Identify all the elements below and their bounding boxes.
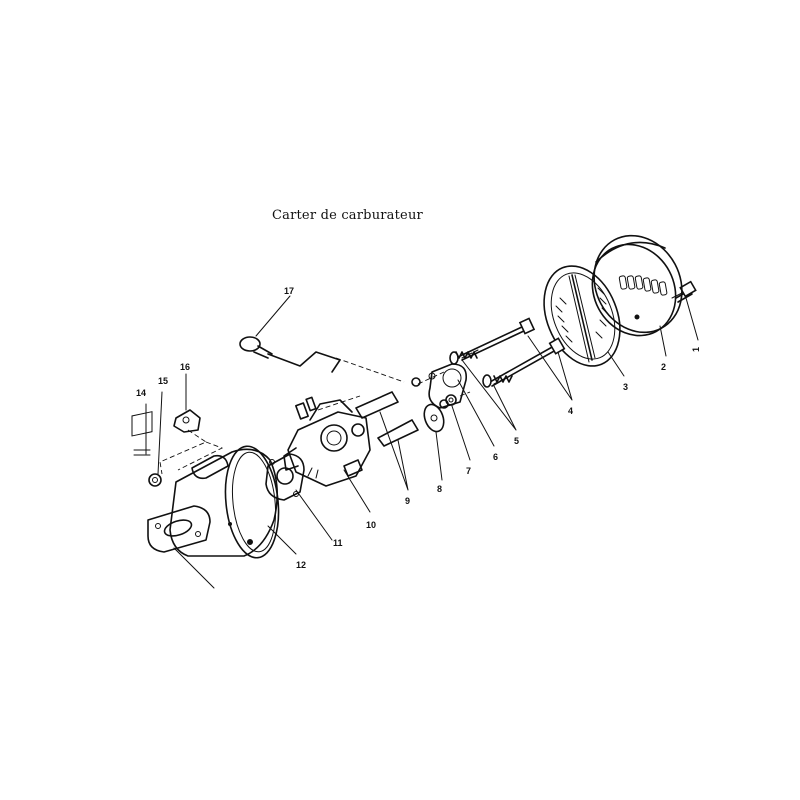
part-9-tubes <box>355 391 419 447</box>
leader-lines <box>145 295 699 555</box>
callout-1: 1 <box>691 347 701 352</box>
part-15-nut <box>148 473 162 487</box>
callout-14: 14 <box>136 388 146 398</box>
part-12-housing <box>169 445 280 559</box>
callout-2: 2 <box>661 362 666 372</box>
part-14-label <box>131 411 153 456</box>
callout-16: 16 <box>180 362 190 372</box>
callout-3: 3 <box>623 382 628 392</box>
part-11-gasket <box>265 453 305 501</box>
part-17-choke-knob <box>239 336 341 373</box>
callout-12: 12 <box>296 560 306 570</box>
callout-9: 9 <box>405 496 410 506</box>
nut-parts <box>411 377 449 409</box>
assembly-lines <box>159 357 471 475</box>
diagram-title: Carter de carburateur <box>272 208 423 223</box>
callout-15: 15 <box>158 376 168 386</box>
callout-11: 11 <box>333 538 343 548</box>
callout-17: 17 <box>284 286 294 296</box>
callout-labels: 1 2 3 4 5 6 7 8 9 10 11 12 14 15 16 17 <box>136 286 701 570</box>
callout-6: 6 <box>493 452 498 462</box>
callout-4: 4 <box>568 406 573 416</box>
part-5-springs <box>449 351 513 388</box>
flange-gasket <box>147 505 215 589</box>
part-4-long-bolts <box>459 317 566 387</box>
part-2-filter-cover <box>591 234 683 337</box>
part-1-screw <box>671 280 697 303</box>
part-6-plate <box>428 363 468 409</box>
part-8-gasket <box>423 403 445 433</box>
callout-7: 7 <box>466 466 471 476</box>
callout-8: 8 <box>437 484 442 494</box>
part-16-clip <box>173 409 201 433</box>
part-3-filter-element <box>543 265 621 367</box>
callout-5: 5 <box>514 436 519 446</box>
callout-10: 10 <box>366 520 376 530</box>
part-10-carburetor <box>283 396 371 487</box>
